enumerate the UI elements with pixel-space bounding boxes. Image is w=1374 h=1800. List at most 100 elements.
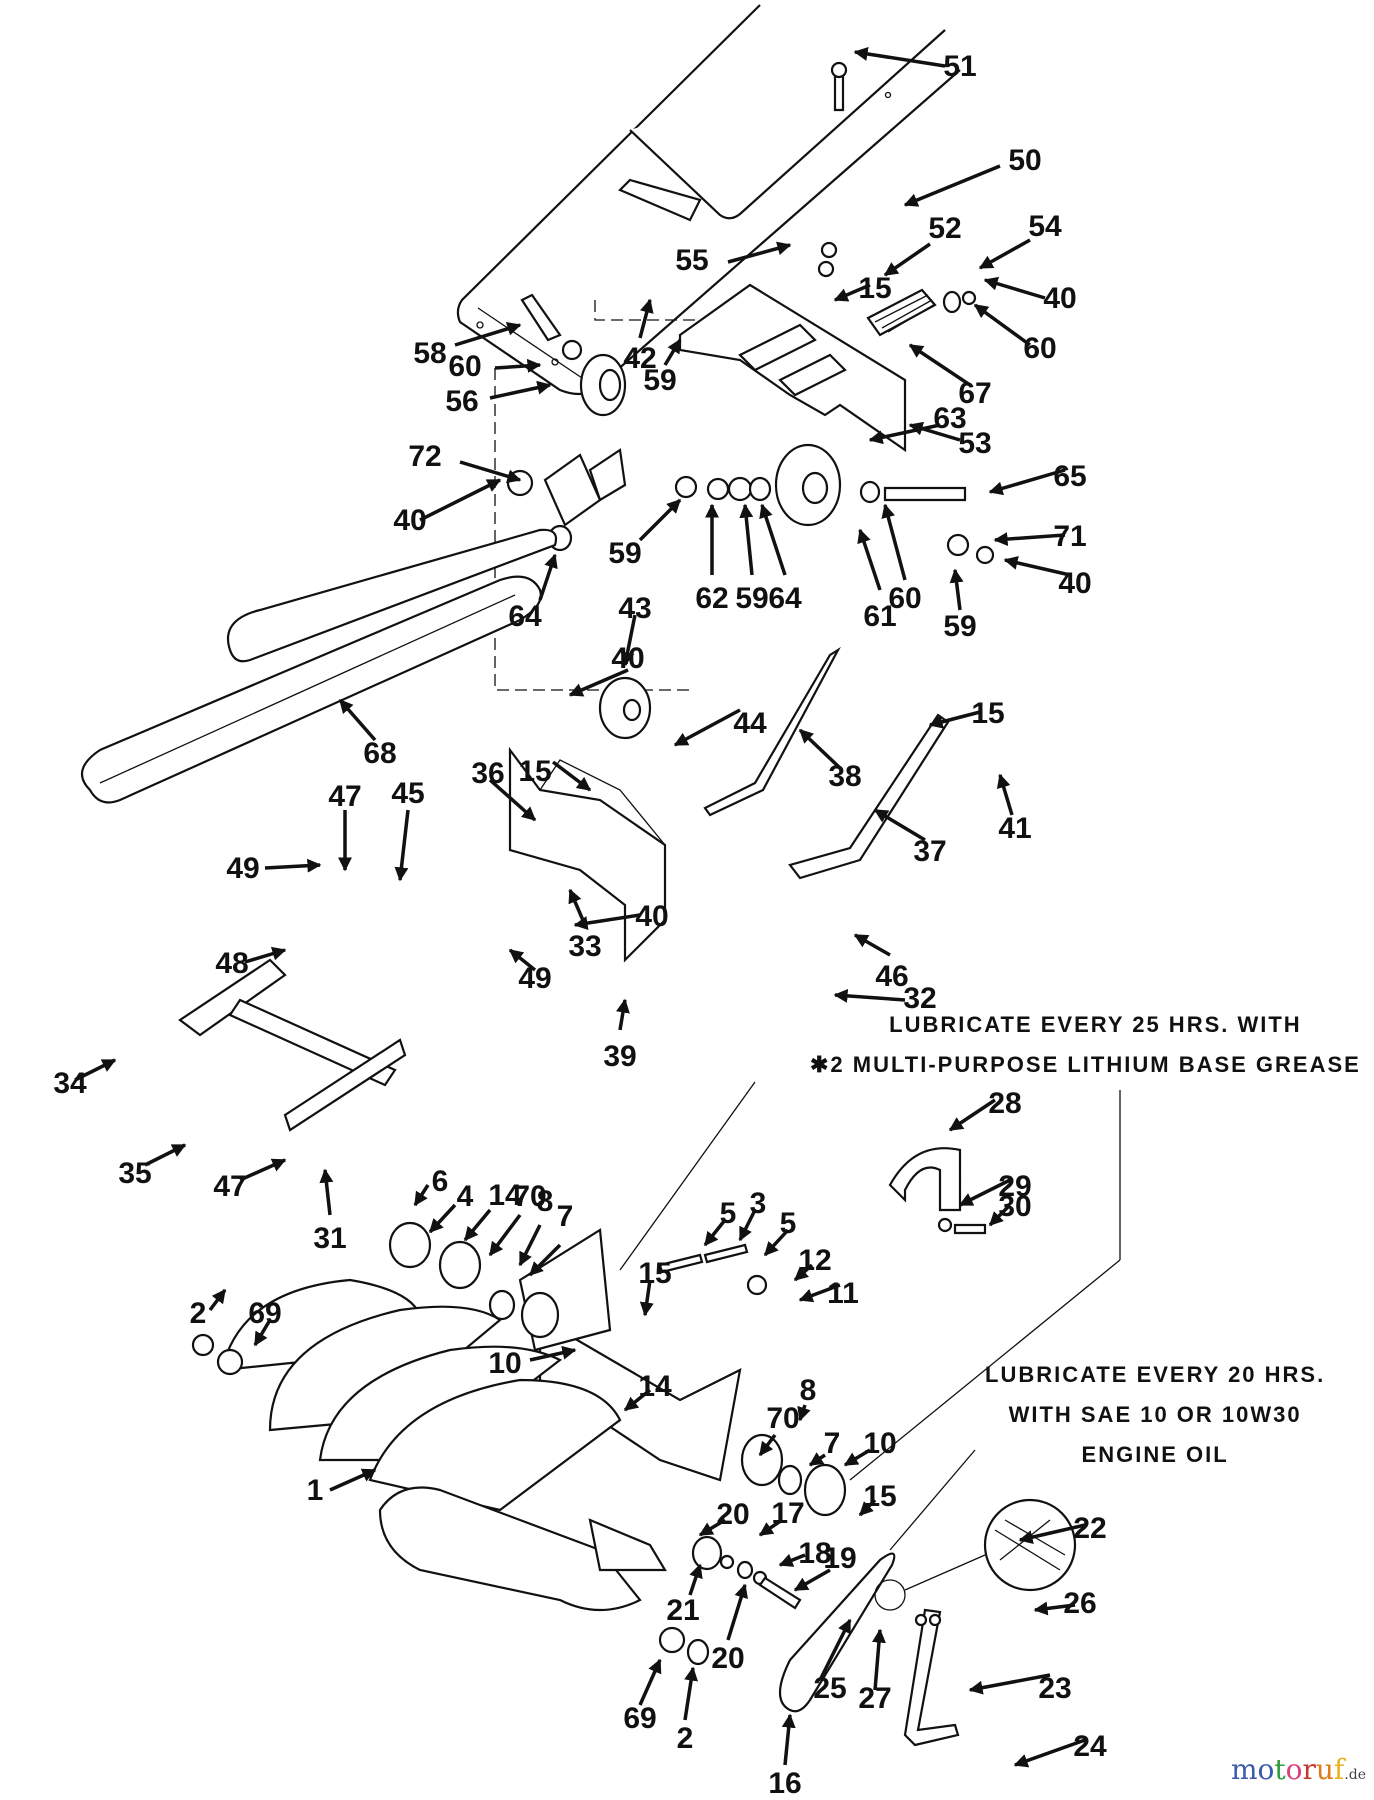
callout-arrow: [1018, 1523, 1086, 1544]
callout-45-shaft: 45: [391, 777, 425, 882]
v-belt: [80, 528, 558, 804]
callout-10-flange: 10: [843, 1427, 897, 1467]
callout-number: 32: [903, 982, 936, 1015]
callout-number: 11: [827, 1277, 859, 1310]
callout-number: 59: [735, 582, 768, 615]
callout-59-washer: 59: [643, 338, 682, 397]
callout-arrow: [244, 946, 287, 964]
callout-arrow: [793, 1568, 831, 1592]
callout-arrow: [508, 948, 537, 972]
belt-guard: [888, 1147, 987, 1235]
callout-72-pivot-bracket: 72: [408, 440, 522, 484]
callout-number: 51: [943, 50, 976, 83]
auger: [220, 1278, 667, 1612]
callout-46-rod: 46: [853, 933, 909, 993]
callout-number: 20: [711, 1642, 744, 1675]
callout-number: 17: [771, 1497, 804, 1530]
callout-1-auger: 1: [307, 1468, 377, 1507]
callout-arrow: [698, 1518, 726, 1537]
chain: [778, 1498, 1077, 1713]
callout-number: 56: [445, 385, 478, 418]
watermark-letter: m: [1230, 1753, 1258, 1786]
callout-61-pulley: 61: [857, 528, 897, 633]
callout-3-shaft: 3: [738, 1187, 766, 1242]
callout-arrow: [638, 298, 654, 339]
callout-15-nut: 15: [833, 272, 892, 305]
callout-67-spring: 67: [908, 343, 992, 410]
callout-42-screw: 42: [623, 298, 657, 375]
callout-arrow: [727, 241, 792, 264]
callout-number: 45: [391, 777, 424, 810]
callout-number: 7: [824, 1427, 841, 1460]
callout-arrow: [264, 858, 322, 873]
callout-arrow: [638, 498, 682, 542]
callout-arrow: [529, 1345, 577, 1362]
callout-arrow: [428, 1203, 457, 1234]
callout-arrow: [857, 528, 882, 591]
callout-number: 8: [537, 1185, 554, 1218]
callout-40-locknut: 40: [573, 900, 669, 933]
callout-arrow: [798, 728, 842, 770]
callout-arrow: [538, 553, 558, 601]
callout-8-set-screw: 8: [518, 1185, 554, 1267]
callout-number: 30: [998, 1190, 1031, 1223]
oil-lube-note: LUBRICATE EVERY 20 HRS. WITH SAE 10 OR 1…: [985, 1355, 1325, 1475]
callout-number: 15: [518, 755, 551, 788]
callout-arrow: [394, 809, 410, 882]
callout-5-key: 5: [763, 1207, 796, 1257]
callout-number: 62: [695, 582, 728, 615]
callout-number: 43: [618, 592, 651, 625]
callout-arrow: [568, 888, 587, 926]
callout-arrow: [518, 1224, 542, 1267]
callout-18-spacer: 18: [778, 1537, 832, 1570]
callout-number: 69: [623, 1702, 656, 1735]
oil-note-line2: WITH SAE 10 OR 10W30: [1008, 1402, 1302, 1427]
callout-number: 60: [888, 582, 921, 615]
callout-32-shoulder-bolt: 32: [833, 982, 937, 1015]
callout-17-idler-sprocket: 17: [758, 1497, 805, 1537]
callout-arrow: [908, 343, 971, 387]
callout-55-hair-pin-clip: 55: [675, 241, 792, 277]
callout-arrow: [419, 478, 502, 522]
callout-40-locknut: 40: [393, 478, 502, 537]
callout-47-cotter-pin: 47: [213, 1158, 287, 1203]
callout-arrow: [616, 998, 630, 1031]
callout-number: 54: [1028, 210, 1062, 243]
callout-56-idler-pulley: 56: [445, 380, 552, 418]
callout-arrow: [818, 1618, 852, 1681]
callout-5-key: 5: [703, 1197, 736, 1247]
callout-arrow: [1033, 1601, 1076, 1616]
callout-number: 4: [457, 1180, 474, 1213]
callout-arrow: [858, 1498, 877, 1517]
callout-number: 53: [958, 427, 991, 460]
callout-number: 8: [800, 1374, 817, 1407]
callout-number: 7: [557, 1200, 574, 1233]
callout-8-set-screw: 8: [797, 1374, 817, 1422]
callout-number: 40: [1058, 567, 1091, 600]
callout-arrow: [551, 760, 592, 792]
callout-arrow: [873, 808, 926, 842]
callout-number: 49: [226, 852, 259, 885]
callout-number: 28: [988, 1087, 1021, 1120]
callout-number: 1: [307, 1474, 324, 1507]
callout-64-bushing: 64: [508, 553, 558, 633]
callout-number: 40: [393, 504, 426, 537]
callout-number: 36: [471, 757, 504, 790]
callout-number: 20: [716, 1498, 749, 1531]
callout-54-pin: 54: [978, 210, 1062, 270]
callout-arrow: [758, 1518, 783, 1537]
callout-10-flange: 10: [488, 1345, 577, 1380]
idler-sprocket: [691, 1535, 802, 1610]
callout-arrow: [758, 1433, 777, 1457]
callout-arrow: [620, 614, 637, 667]
callout-34-bolt: 34: [53, 1058, 117, 1100]
callout-number: 31: [313, 1222, 346, 1255]
callout-arrow: [703, 1218, 727, 1247]
callout-arrow: [833, 283, 871, 302]
callout-16-chain: 16: [768, 1713, 802, 1800]
callout-70-flange: 70: [758, 1402, 800, 1457]
callout-number: 44: [733, 707, 767, 740]
callout-70-flange: 70: [488, 1180, 547, 1257]
callout-number: 60: [1023, 332, 1056, 365]
